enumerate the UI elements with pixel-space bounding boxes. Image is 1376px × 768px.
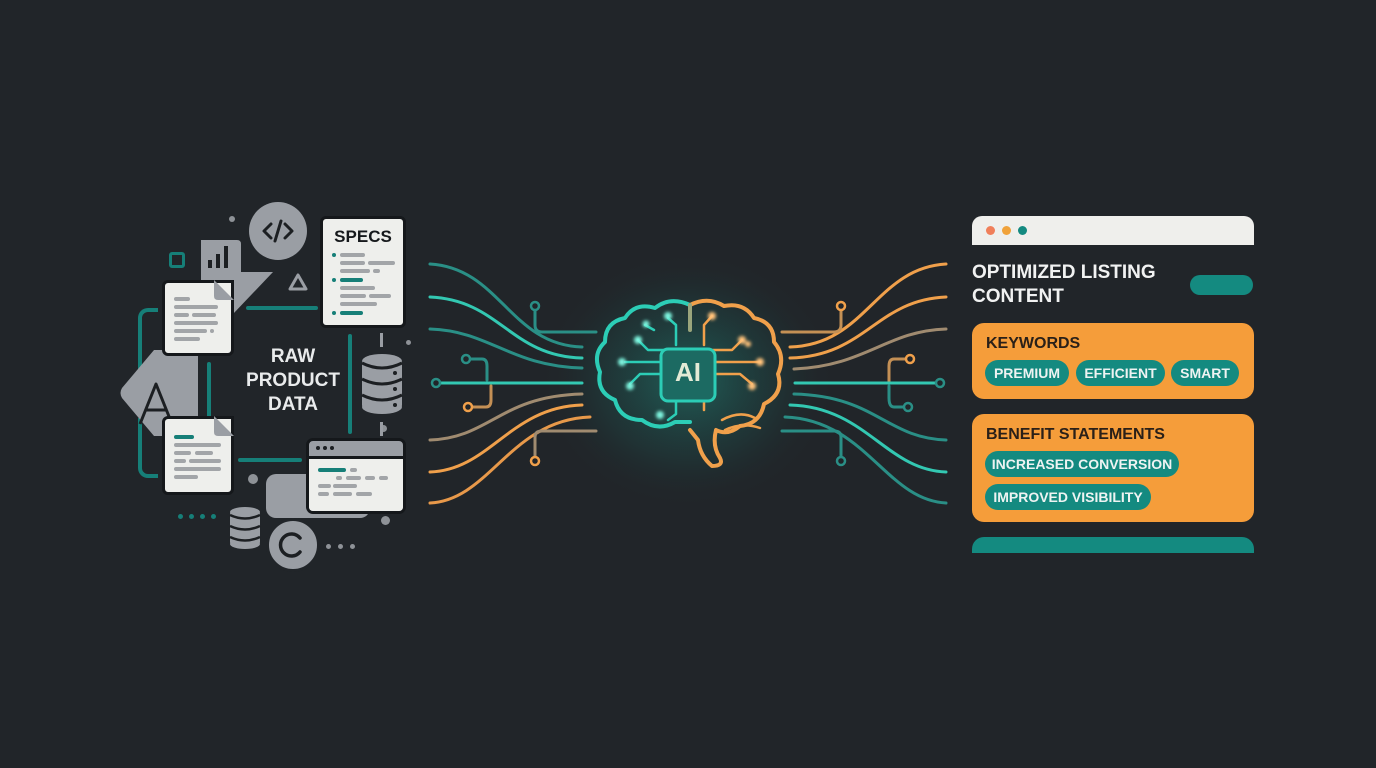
db-connector (380, 422, 383, 436)
frame-bracket-left-bottom (138, 418, 158, 478)
frame-line-top (246, 306, 318, 310)
keyword-chip: EFFICIENT (1076, 360, 1165, 386)
benefit-statements-card: BENEFIT STATEMENTS INCREASED CONVERSION … (972, 414, 1254, 522)
window-titlebar (972, 216, 1254, 245)
specs-title: SPECS (334, 227, 392, 246)
brain-icon (594, 298, 784, 468)
database-icon (360, 353, 404, 415)
frame-line-mid-left (207, 362, 211, 422)
teal-dots-row (178, 514, 228, 519)
font-a-icon (120, 348, 200, 438)
square-icon (169, 252, 185, 268)
keywords-title: KEYWORDS (986, 335, 1081, 352)
code-icon (249, 202, 307, 260)
ai-chip-label: AI (675, 357, 701, 387)
title-line: OPTIMIZED LISTING (972, 262, 1156, 283)
browser-window-icon (306, 438, 406, 514)
specs-card: SPECS (320, 216, 406, 328)
dot-decoration (229, 216, 235, 222)
optimized-listing-title: OPTIMIZED LISTING CONTENT (972, 261, 1192, 309)
label-line: DATA (268, 394, 318, 415)
window-dot-teal (1018, 226, 1027, 235)
dot-decoration (406, 340, 411, 345)
keywords-card: KEYWORDS PREMIUM EFFICIENT SMART (972, 323, 1254, 399)
keyword-chip: PREMIUM (985, 360, 1069, 386)
label-line: PRODUCT (246, 370, 340, 391)
dot-decoration (248, 474, 258, 484)
triangle-icon (288, 273, 308, 291)
frame-bracket-left-top (138, 308, 158, 372)
ai-chip (659, 347, 717, 403)
window-dot-yellow (1002, 226, 1011, 235)
grey-dots-row (326, 544, 366, 549)
keyword-chip: SMART (1171, 360, 1239, 386)
benefits-title: BENEFIT STATEMENTS (986, 426, 1165, 443)
document-icon (162, 280, 234, 356)
frame-line-bottom (238, 458, 302, 462)
dot-decoration (380, 425, 387, 432)
database-icon (228, 506, 262, 550)
frame-line-right (348, 334, 352, 434)
dot-decoration (381, 516, 390, 525)
label-line: RAW (270, 346, 316, 367)
db-connector (380, 333, 383, 347)
title-line: CONTENT (972, 286, 1064, 307)
benefit-chip: INCREASED CONVERSION (985, 451, 1179, 477)
window-dot-red (986, 226, 995, 235)
copyright-icon (266, 518, 320, 572)
document-icon (162, 416, 234, 495)
benefit-chip: IMPROVED VISIBILITY (985, 484, 1151, 510)
footer-bar (972, 537, 1254, 553)
raw-product-data-label: RAW PRODUCT DATA (238, 345, 348, 417)
status-pill (1190, 275, 1253, 295)
